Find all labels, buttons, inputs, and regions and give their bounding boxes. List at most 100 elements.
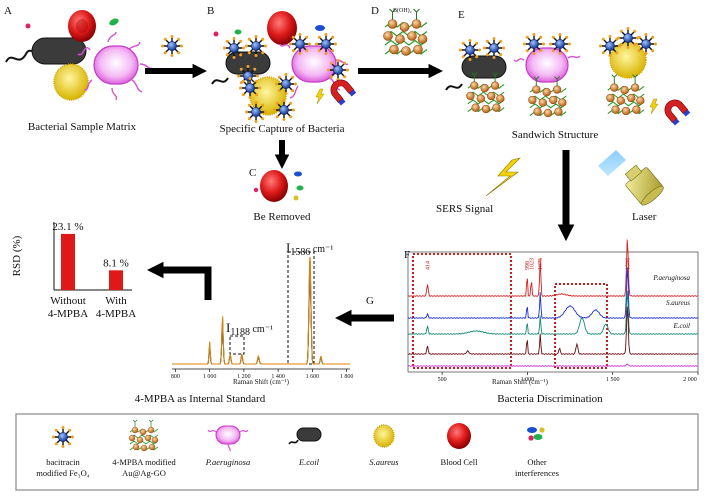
peak-1188-label: I1188 cm⁻¹ (226, 320, 273, 338)
legend-s-aureus-icon (373, 424, 395, 448)
rsd-bars: 23.1 % 8.1 % (52, 221, 129, 290)
laser-objective-icon (624, 164, 664, 206)
legend-label-5: Blood Cell (440, 457, 478, 467)
legend-label-0-line2: modified Fe₃O₄ (36, 468, 89, 478)
spectrum-f-trace-4 (407, 363, 699, 367)
legend-label-6-line2: interferences (515, 468, 559, 478)
panel-c-caption: Be Removed (253, 211, 311, 223)
legend-label-4: S.aureus (369, 457, 399, 467)
spectrum-f-tick-label: 1 000 (521, 377, 535, 383)
spectrum-g-tick-label: 800 (171, 374, 180, 380)
spectrum-g-trace-4 (172, 266, 350, 365)
interference-dot (25, 23, 31, 29)
spectrum-f-x-label: Raman Shift (cm⁻¹) (492, 378, 549, 386)
spectrum-g-tick-label: 1 600 (306, 374, 320, 380)
p-aeruginosa-cell (77, 31, 153, 101)
spectrum-g-tick-label: 1 800 (340, 374, 354, 380)
boronic-label: B(OH)₂ (393, 7, 412, 14)
magnet-icon (326, 75, 357, 106)
panel-e: E Sandwich Structure (445, 9, 691, 141)
spectrum-g-trace-6 (172, 260, 350, 365)
sers-signal-label: SERS Signal (436, 203, 493, 215)
sers-signal: SERS Signal (436, 157, 521, 215)
spectrum-f-tick-label: 1 500 (606, 377, 620, 383)
spectrum-g-trace-3 (172, 269, 350, 365)
spectrum-g-trace-1 (172, 275, 350, 365)
fingerprint-region-box-1 (412, 253, 512, 369)
rsd-chart: RSD (%) 23.1 %8.1 % Without 4-MPBA With … (11, 221, 136, 320)
legend-fe3o4-nanoparticle-icon (51, 425, 75, 449)
p-aeruginosa-cell (525, 47, 569, 83)
legend-interferences-icon (527, 427, 545, 441)
panel-b-caption: Specific Capture of Bacteria (220, 123, 345, 135)
e-coil-cell (461, 55, 507, 79)
panel-c-letter: C (249, 167, 256, 179)
spectrum-f-trace-1 (407, 267, 699, 319)
peak-label-1023: 1023 (529, 258, 535, 270)
rsd-bar-1-label-1: With (105, 295, 127, 307)
e-coil-cell (31, 37, 87, 65)
peak-1586-label: I1586 cm⁻¹ (286, 240, 333, 258)
series-label-e-coil: E.coil (672, 322, 690, 330)
laser-beam (598, 150, 626, 176)
peak-label-998: 998 (525, 261, 531, 270)
spectrum-g-tick-label: 1 000 (203, 374, 217, 380)
laser-label: Laser (632, 211, 657, 223)
legend-frame (15, 413, 699, 491)
blood-cell (260, 170, 288, 202)
peak-label-1586: 1586 (625, 258, 631, 270)
panel-d-letter: D (371, 5, 379, 17)
rsd-bar-1-value: 8.1 % (103, 257, 129, 269)
rsd-bar-0 (61, 233, 75, 290)
legend-label-3: E.coil (298, 457, 320, 467)
fe3o4-nanoparticle (160, 34, 184, 58)
legend-label-1-line2: Au@Ag-GO (122, 468, 166, 478)
spectrum-f-frame (407, 251, 699, 373)
panel-g-caption: 4-MPBA as Internal Standard (135, 393, 266, 405)
legend-label-2: P.aeruginosa (205, 457, 250, 467)
panel-f-caption: Bacteria Discrimination (497, 393, 603, 405)
rsd-y-label: RSD (%) (11, 235, 23, 276)
magnet-icon (660, 95, 691, 126)
legend-e-coil-icon (288, 427, 322, 445)
legend-label-6: Other (527, 457, 547, 467)
spectrum-f-tick-label: 2 000 (683, 377, 697, 383)
panel-f-letter: F (404, 249, 410, 261)
panel-c: C Be Removed (249, 140, 311, 223)
au-ag-go-sheet (382, 8, 428, 57)
s-aureus-cell (53, 63, 89, 101)
peak-label-1075: 1075 (538, 258, 544, 270)
legend-label-1: 4-MPBA modified (112, 457, 176, 467)
spectrum-g-trace-5 (172, 263, 350, 365)
spectrum-g-trace-2 (172, 272, 350, 365)
panel-e-letter: E (458, 9, 465, 21)
panel-d: D B(OH)₂ (371, 5, 428, 57)
spectrum-f-trace-3 (407, 306, 699, 355)
rsd-bar-1 (109, 270, 123, 290)
blood-cell (68, 10, 96, 42)
rsd-bar-0-label-2: 4-MPBA (48, 308, 88, 320)
peak-label-414: 414 (425, 261, 431, 270)
spectrum-f-tick-label: 500 (438, 377, 447, 383)
legend-label-0: bacitracin (46, 457, 80, 467)
spectrum-g-trace-7 (172, 257, 350, 365)
legend-p-aeruginosa-icon (207, 425, 249, 452)
spectrum-g-trace-0 (172, 278, 350, 365)
blood-cell (267, 11, 297, 45)
interference-pill (109, 18, 119, 26)
spectrum-f-trace-0 (407, 239, 699, 297)
rsd-bar-0-value: 23.1 % (52, 221, 83, 233)
legend-blood-cell-icon (447, 423, 471, 449)
panel-b-letter: B (207, 5, 214, 17)
magnet-force-icon (315, 88, 325, 105)
panel-b: B Specific Capture of Bacteria (207, 5, 357, 135)
rsd-bar-0-label-1: Without (50, 295, 86, 307)
peak-1188-box (229, 335, 245, 355)
spectrum-f-trace-2 (407, 290, 699, 335)
spectrum-g-x-label: Raman Shift (cm⁻¹) (233, 378, 290, 386)
panel-g-letter: G (366, 295, 374, 307)
panel-a-caption: Bacterial Sample Matrix (28, 121, 137, 133)
